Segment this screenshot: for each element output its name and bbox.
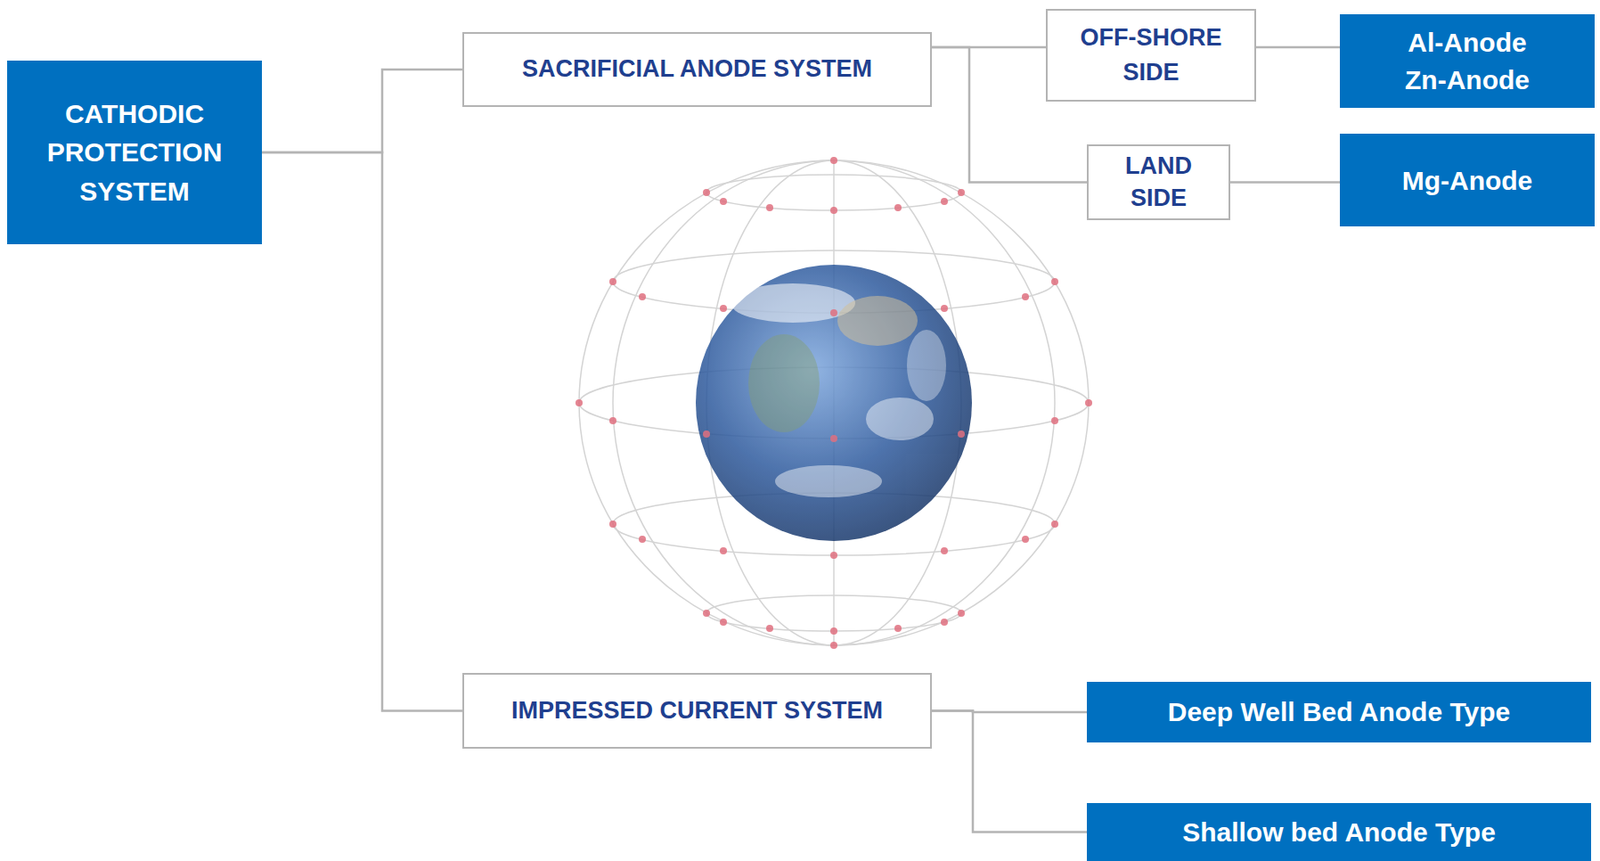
- filled-box: Mg-Anode: [1339, 133, 1595, 227]
- filled-box: CATHODIC PROTECTION SYSTEM: [7, 60, 262, 245]
- box-label: Mg-Anode: [1402, 163, 1534, 198]
- box-label: Deep Well Bed Anode Type: [1167, 695, 1511, 728]
- connector-line: [1230, 180, 1340, 184]
- filled-box: Deep Well Bed Anode Type: [1086, 681, 1592, 743]
- box-label: OFF-SHORE SIDE: [1058, 20, 1244, 90]
- filled-box: Al-AnodeZn-Anode: [1339, 14, 1595, 108]
- connector-line: [261, 69, 463, 153]
- connector-line: [931, 710, 1087, 833]
- box-label: Al-Anode: [1407, 24, 1527, 62]
- connector-line: [1256, 46, 1340, 49]
- outlined-box: OFF-SHORE SIDE: [1045, 8, 1257, 102]
- connector-line: [261, 152, 463, 711]
- box-label: Zn-Anode: [1404, 61, 1530, 99]
- box-label: IMPRESSED CURRENT SYSTEM: [511, 694, 883, 727]
- box-label: Shallow bed Anode Type: [1182, 816, 1496, 849]
- outlined-box: SACRIFICIAL ANODE SYSTEM: [462, 32, 932, 107]
- outlined-box: LAND SIDE: [1086, 144, 1231, 221]
- box-label: LAND SIDE: [1099, 149, 1218, 215]
- box-label: CATHODIC PROTECTION SYSTEM: [17, 94, 252, 212]
- box-label: SACRIFICIAL ANODE SYSTEM: [522, 53, 873, 85]
- outlined-box: IMPRESSED CURRENT SYSTEM: [462, 672, 932, 749]
- filled-box: Shallow bed Anode Type: [1086, 802, 1592, 861]
